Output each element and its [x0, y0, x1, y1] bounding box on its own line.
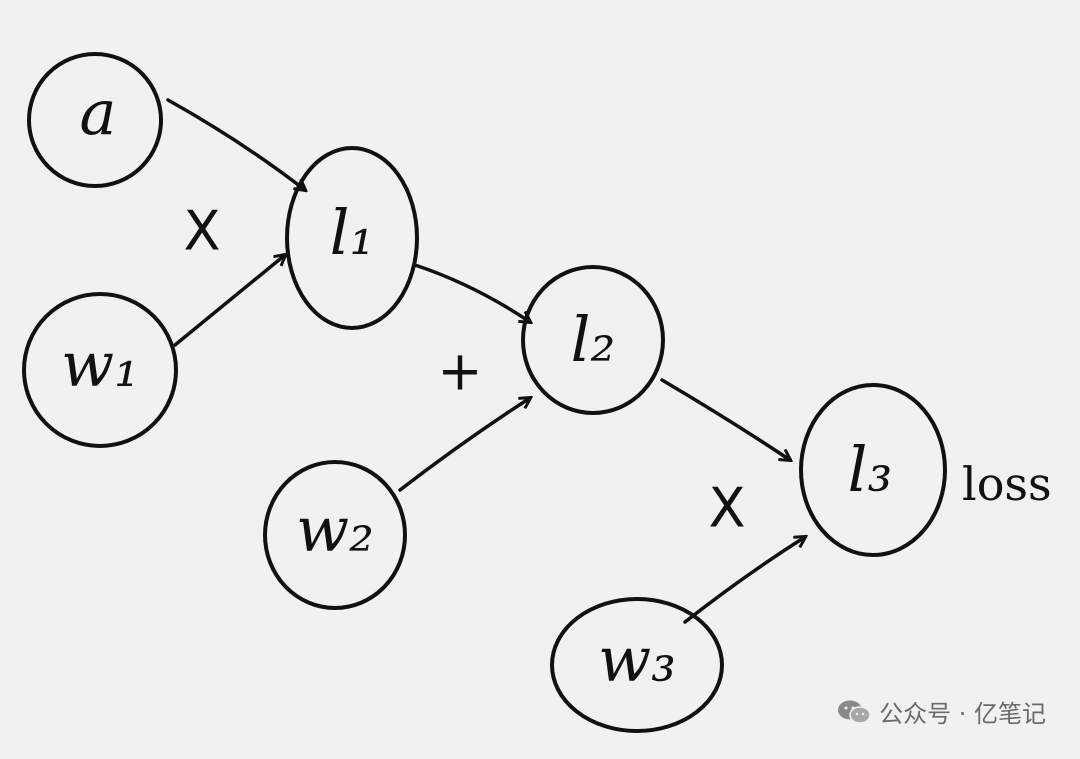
node-l1: l₁ — [285, 146, 419, 330]
node-w3-label: w₃ — [598, 623, 676, 696]
edge-w3-l3 — [683, 537, 805, 624]
node-a: a — [27, 52, 163, 188]
node-w3: w₃ — [550, 597, 724, 733]
wechat-icon — [838, 700, 871, 724]
node-w2-label: w₂ — [296, 493, 374, 566]
node-w1-label: w₁ — [61, 328, 139, 401]
edge-a-l1 — [166, 98, 305, 190]
node-l2: l₂ — [521, 265, 665, 415]
node-a-label: a — [80, 76, 117, 149]
watermark-text: 公众号 · 亿笔记 — [879, 700, 1046, 728]
node-l1-label: l₁ — [330, 196, 375, 269]
loss-label: loss — [962, 457, 1052, 511]
node-l3-label: l₃ — [848, 433, 893, 506]
node-l2-label: l₂ — [571, 303, 616, 376]
edge-w1-l1 — [173, 255, 285, 347]
operator-multiply-2: X — [709, 477, 746, 540]
operator-add: + — [437, 340, 482, 403]
node-w1: w₁ — [22, 292, 178, 448]
node-l3: l₃ — [799, 383, 947, 557]
operator-multiply-1: X — [184, 200, 221, 263]
node-w2: w₂ — [263, 460, 407, 610]
watermark: 公众号 · 亿笔记 — [837, 694, 1046, 729]
edge-w2-l2 — [398, 398, 530, 492]
edge-l1-l2 — [413, 263, 530, 322]
edge-l2-l3 — [660, 378, 790, 460]
